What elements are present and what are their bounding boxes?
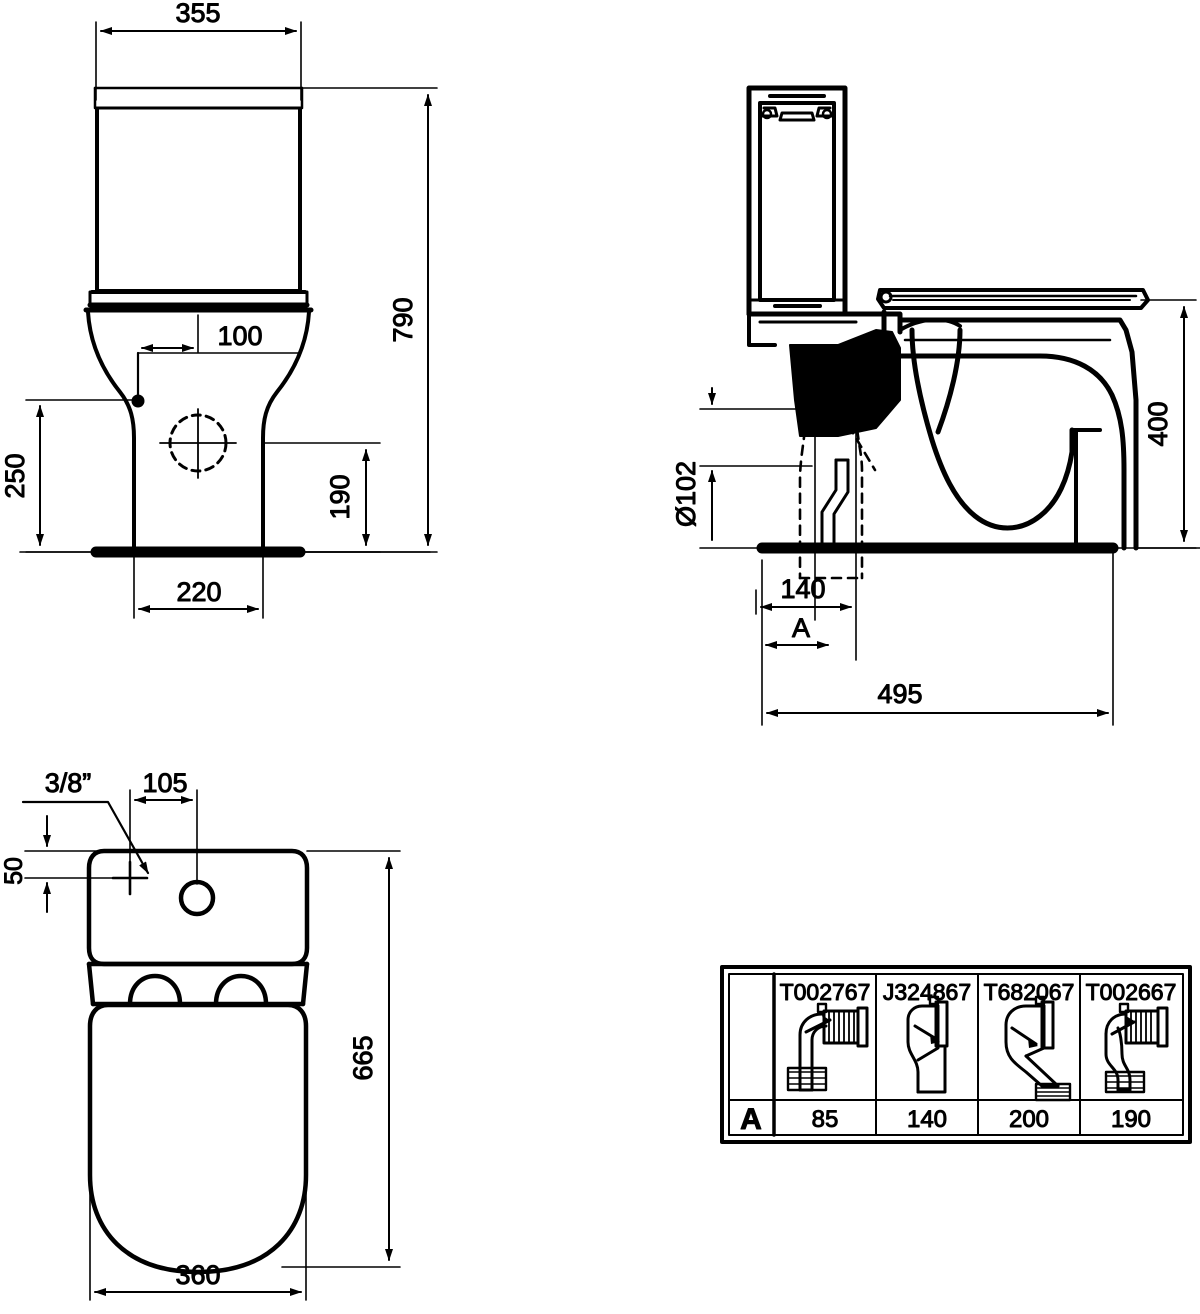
dim-label-250: 250 xyxy=(0,453,30,498)
dim-label-220: 220 xyxy=(176,577,221,607)
dim-label-50: 50 xyxy=(0,857,28,885)
table-value-1: 140 xyxy=(907,1106,947,1133)
dim-plan-inlet-x-105: 105 xyxy=(129,768,198,885)
side-outlet-spigot xyxy=(820,458,850,550)
table-code-1: J324867 xyxy=(883,979,971,1005)
dim-front-inlet-100: 100 xyxy=(137,314,301,354)
front-pan-pedestal xyxy=(86,310,311,554)
dim-label-a: A xyxy=(792,613,810,643)
dim-front-foot-height-190: 190 xyxy=(262,442,381,553)
table-outer-border xyxy=(720,965,1192,1144)
side-cistern-section xyxy=(746,85,848,317)
table-value-3: 190 xyxy=(1111,1106,1151,1133)
dim-label-355: 355 xyxy=(175,0,220,28)
table-value-0: 85 xyxy=(812,1106,839,1133)
plan-seat-hinge-band xyxy=(86,961,310,1007)
angled-connector-icon xyxy=(1004,995,1072,1102)
dim-plan-inlet-thread: 3/8” xyxy=(21,768,150,875)
plan-seat-lid-outline xyxy=(87,1002,309,1275)
dim-label-360: 360 xyxy=(175,1260,220,1290)
dim-plan-width-360: 360 xyxy=(89,1174,307,1301)
dim-front-foot-width-220: 220 xyxy=(133,551,264,619)
dim-side-variable-a: A xyxy=(765,613,829,649)
dim-side-depth-495: 495 xyxy=(766,679,1109,717)
dim-label-diameter-102: Ø102 xyxy=(671,461,701,527)
table-code-0: T002767 xyxy=(780,979,871,1005)
table-inner-border xyxy=(728,973,1184,1136)
dim-label-105: 105 xyxy=(142,768,187,798)
offset-straight-connector-icon xyxy=(906,995,949,1094)
dim-label-140: 140 xyxy=(780,574,825,604)
dim-label-665: 665 xyxy=(348,1035,378,1080)
plan-view: 3/8” 105 50 665 360 xyxy=(0,768,401,1301)
dim-front-outlet-height-250: 250 xyxy=(0,399,135,553)
plan-flush-button-hole xyxy=(178,879,216,917)
dim-label-thread-38: 3/8” xyxy=(45,768,92,798)
dim-front-height-790: 790 xyxy=(299,87,438,553)
dim-plan-length-665: 665 xyxy=(281,850,401,1268)
dim-plan-inlet-y-50: 50 xyxy=(0,815,114,913)
front-elevation-view: 355 790 100 250 190 xyxy=(0,0,438,619)
dim-label-400: 400 xyxy=(1143,401,1173,446)
elbow-offset-bellows-connector-icon xyxy=(1104,1002,1169,1094)
side-seat-and-lid xyxy=(876,288,1150,310)
side-elevation-view: 400 Ø102 140 A 495 xyxy=(671,85,1200,726)
table-row-label-a: A xyxy=(740,1103,762,1136)
side-flush-mechanism-solid xyxy=(789,329,901,437)
elbow-bellows-connector-icon xyxy=(786,1002,869,1092)
side-waste-outlet-dashed xyxy=(798,396,877,580)
dim-label-100: 100 xyxy=(217,321,262,351)
front-water-inlet-marker xyxy=(131,351,145,408)
dim-label-495: 495 xyxy=(877,679,922,709)
connector-table: A T002767 J324867 xyxy=(720,965,1192,1144)
front-outlet-marker xyxy=(159,408,237,479)
dim-side-outlet-diameter-102: Ø102 xyxy=(671,387,813,541)
side-cistern-base-shelf xyxy=(746,311,903,347)
plan-cistern-top xyxy=(86,848,310,967)
table-code-3: T002667 xyxy=(1086,979,1177,1005)
side-bowl-profile xyxy=(881,309,1139,551)
dim-label-190: 190 xyxy=(325,474,355,519)
dim-side-outlet-offset-140: 140 xyxy=(755,574,852,615)
table-value-2: 200 xyxy=(1009,1106,1049,1133)
plan-water-inlet-cross xyxy=(111,860,149,896)
front-cistern xyxy=(83,86,314,313)
dim-side-seat-height-400: 400 xyxy=(1135,299,1197,549)
dim-label-790: 790 xyxy=(388,297,418,342)
dim-front-width-355: 355 xyxy=(95,0,302,101)
table-code-2: T682067 xyxy=(984,979,1075,1005)
